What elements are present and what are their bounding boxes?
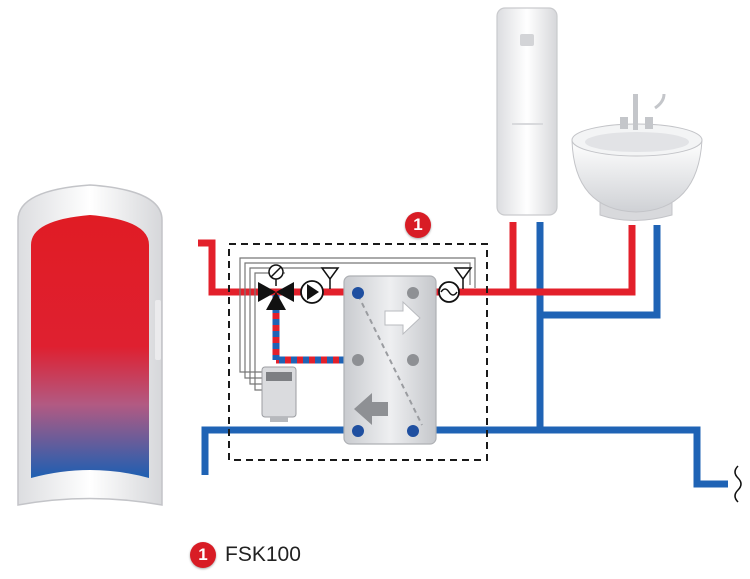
fsk100-boundary: [228, 243, 488, 461]
mixing-valve-icon: [258, 264, 294, 310]
flow-arrow-right-icon: [384, 300, 421, 336]
mixed-water-pipe: [272, 295, 345, 364]
temperature-sensor-icon: [320, 267, 340, 289]
flow-sensor-icon: [438, 281, 460, 303]
legend: 1 FSK100: [190, 540, 301, 570]
pump-icon: [300, 280, 324, 304]
temperature-sensor-icon: [453, 267, 473, 289]
cold-water-pipes: [201, 222, 728, 488]
legend-label: FSK100: [225, 543, 301, 566]
component-callout: 1: [405, 212, 431, 238]
drain-outlet-icon: [734, 465, 742, 503]
plate-heat-exchanger: [343, 275, 437, 445]
legend-badge: 1: [190, 542, 216, 568]
controller-module: [261, 366, 297, 422]
flow-arrow-left-icon: [354, 393, 388, 425]
callout-badge: 1: [405, 212, 431, 238]
wash-basin: [571, 93, 703, 221]
wall-boiler: [496, 7, 558, 216]
storage-tank: [17, 184, 163, 506]
